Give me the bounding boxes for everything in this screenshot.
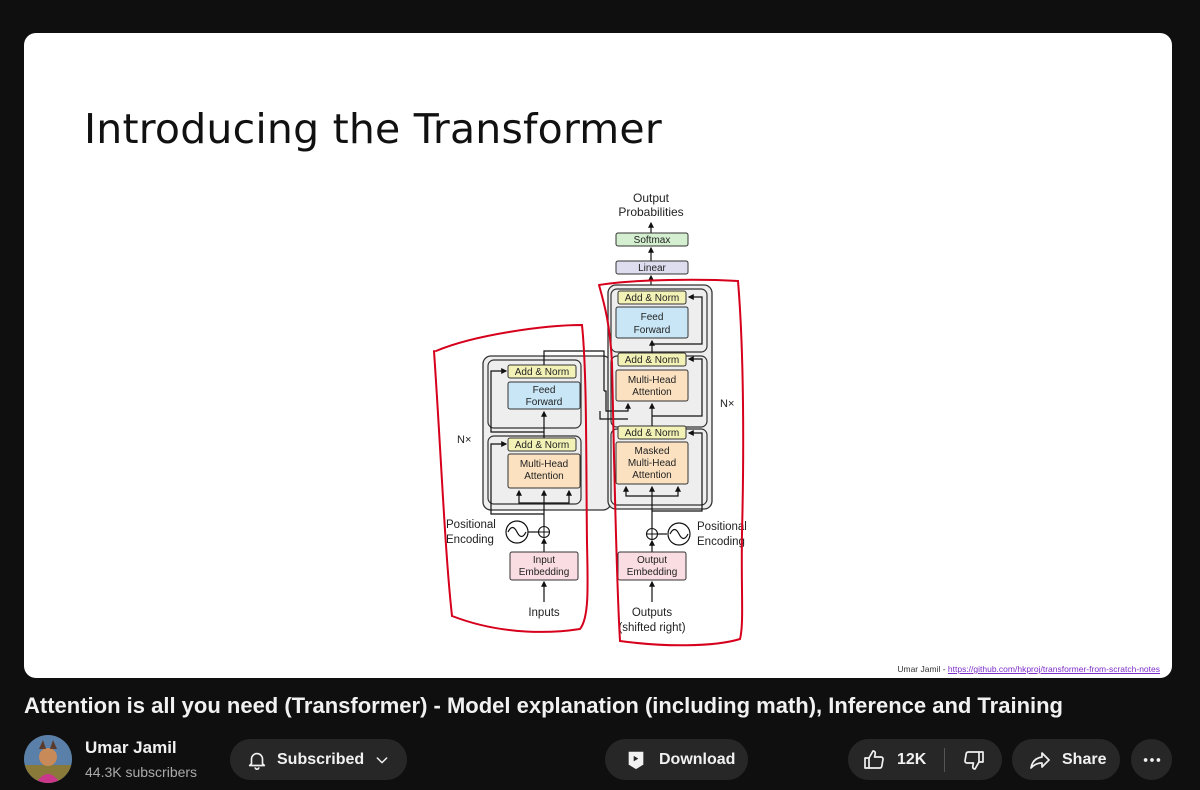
bell-icon — [246, 749, 268, 771]
svg-text:Inputs: Inputs — [528, 607, 560, 619]
svg-text:Feed: Feed — [641, 312, 664, 323]
video-title: Attention is all you need (Transformer) … — [24, 693, 1063, 719]
thumbs-up-icon — [862, 748, 886, 772]
video-player[interactable]: Introducing the Transformer Output Proba… — [24, 33, 1172, 678]
svg-text:Linear: Linear — [638, 263, 666, 274]
transformer-diagram: Output Probabilities Softmax Linear Add … — [24, 33, 1172, 678]
svg-text:Positional: Positional — [697, 521, 747, 533]
output-probabilities-label-1: Output — [633, 191, 670, 205]
svg-text:Forward: Forward — [526, 397, 563, 408]
svg-text:Input: Input — [533, 555, 555, 566]
svg-text:Attention: Attention — [632, 387, 671, 398]
output-probabilities-label-2: Probabilities — [618, 205, 683, 219]
download-label: Download — [659, 751, 735, 769]
download-icon — [625, 749, 647, 771]
svg-text:Embedding: Embedding — [519, 567, 570, 578]
dislike-button[interactable] — [945, 739, 1002, 780]
svg-text:Add & Norm: Add & Norm — [625, 428, 679, 439]
svg-text:Attention: Attention — [524, 471, 563, 482]
slide-credit: Umar Jamil - https://github.com/hkproj/t… — [897, 664, 1160, 674]
more-horizontal-icon — [1141, 749, 1163, 771]
svg-text:N×: N× — [457, 434, 471, 446]
subscribed-label: Subscribed — [277, 751, 364, 769]
share-label: Share — [1062, 751, 1106, 769]
svg-text:Multi-Head: Multi-Head — [628, 458, 676, 469]
svg-text:Forward: Forward — [634, 325, 671, 336]
more-actions-button[interactable] — [1131, 739, 1172, 780]
chevron-down-icon — [374, 752, 390, 768]
svg-text:Output: Output — [637, 555, 667, 566]
like-count: 12K — [897, 751, 926, 769]
svg-text:Encoding: Encoding — [446, 534, 494, 546]
channel-name[interactable]: Umar Jamil — [85, 738, 177, 758]
like-dislike-group: 12K — [848, 739, 1002, 780]
svg-text:Feed: Feed — [533, 385, 556, 396]
credit-author: Umar Jamil - — [897, 664, 948, 674]
thumbs-down-icon — [962, 748, 986, 772]
svg-text:N×: N× — [720, 398, 734, 410]
svg-text:Softmax: Softmax — [634, 235, 671, 246]
svg-text:Embedding: Embedding — [627, 567, 678, 578]
svg-text:Outputs: Outputs — [632, 607, 673, 619]
svg-text:Encoding: Encoding — [697, 536, 745, 548]
svg-text:Multi-Head: Multi-Head — [520, 459, 568, 470]
svg-text:(shifted right): (shifted right) — [618, 622, 685, 634]
svg-text:Attention: Attention — [632, 470, 671, 481]
share-button[interactable]: Share — [1012, 739, 1120, 780]
svg-text:Multi-Head: Multi-Head — [628, 375, 676, 386]
svg-text:Add & Norm: Add & Norm — [625, 293, 679, 304]
subscriber-count: 44.3K subscribers — [85, 764, 197, 780]
like-button[interactable]: 12K — [848, 739, 944, 780]
svg-text:Masked: Masked — [634, 446, 669, 457]
svg-text:Positional: Positional — [446, 519, 496, 531]
subscribed-button[interactable]: Subscribed — [230, 739, 407, 780]
share-icon — [1028, 748, 1052, 772]
svg-text:Add & Norm: Add & Norm — [515, 440, 569, 451]
channel-avatar[interactable] — [24, 735, 72, 783]
svg-text:Add & Norm: Add & Norm — [625, 355, 679, 366]
download-button[interactable]: Download — [605, 739, 748, 780]
credit-link[interactable]: https://github.com/hkproj/transformer-fr… — [948, 664, 1160, 674]
svg-text:Add & Norm: Add & Norm — [515, 367, 569, 378]
